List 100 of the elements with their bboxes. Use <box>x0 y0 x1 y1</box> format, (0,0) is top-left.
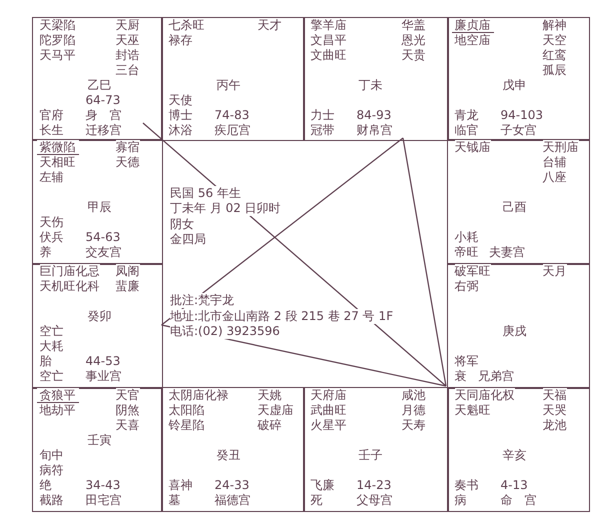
star-name: 伏兵 <box>40 230 64 245</box>
star-name: 禄存 <box>168 33 192 48</box>
star-name: 力士 <box>310 108 334 123</box>
star-name: 武曲旺 <box>310 403 346 418</box>
palace-cell <box>32 17 162 140</box>
palace-cell <box>161 387 304 512</box>
palace-cell <box>447 17 590 140</box>
star-name: 地劫平 <box>40 403 76 418</box>
star-name: 左辅 <box>40 170 64 185</box>
star-name: 月德 <box>402 403 426 418</box>
star-name: 龙池 <box>542 418 566 433</box>
star-name: 将军 <box>454 354 478 369</box>
stem-branch-label: 甲辰 <box>88 200 112 215</box>
star-name: 火星平 <box>310 418 346 433</box>
stem-branch-label: 乙巳 <box>88 78 112 93</box>
star-name: 华盖 <box>402 18 426 33</box>
star-name: 天相旺 <box>40 155 76 170</box>
star-name: 截路 <box>40 493 64 508</box>
stem-branch-label: 丙午 <box>216 78 240 93</box>
star-name: 天钺庙 <box>454 140 490 155</box>
palace-name: 身 宫 <box>86 108 122 123</box>
star-name: 廉贞庙 <box>452 18 494 33</box>
star-name: 墓 <box>168 493 180 508</box>
stem-branch-label: 癸卯 <box>88 309 112 324</box>
star-name: 咸池 <box>402 388 426 403</box>
palace-cell <box>447 387 590 512</box>
star-name: 帝旺 <box>454 245 478 260</box>
star-name: 空亡 <box>40 324 64 339</box>
star-name: 天府庙 <box>310 388 346 403</box>
stem-branch-label: 壬寅 <box>88 433 112 448</box>
connector-line <box>402 138 447 386</box>
star-name: 天贵 <box>402 48 426 63</box>
star-name: 阴煞 <box>116 403 140 418</box>
star-name: 恩光 <box>402 33 426 48</box>
star-name: 右弼 <box>454 279 478 294</box>
star-name: 天空 <box>542 33 566 48</box>
star-name: 解神 <box>542 18 566 33</box>
stem-branch-label: 己酉 <box>502 200 526 215</box>
star-name: 贪狼平 <box>36 388 78 403</box>
star-name: 封诰 <box>116 48 140 63</box>
palace-name: 财帛宫 <box>356 123 392 138</box>
gender-text: 阴女 <box>170 216 194 232</box>
palace-cell <box>447 263 590 388</box>
star-name: 天寿 <box>402 418 426 433</box>
star-name: 天姚 <box>258 388 282 403</box>
star-name: 天魁旺 <box>454 403 490 418</box>
star-name: 官府 <box>40 108 64 123</box>
annotator-text: 批注:梵宇龙 <box>170 292 234 308</box>
star-name: 巨门庙化忌 <box>40 264 100 279</box>
star-name: 天哭 <box>542 403 566 418</box>
stem-branch-label: 庚戌 <box>502 324 526 339</box>
star-name: 天才 <box>258 18 282 33</box>
star-name: 衰 <box>454 369 466 384</box>
star-name: 天同庙化权 <box>454 388 514 403</box>
star-name: 博士 <box>168 108 192 123</box>
palace-cell <box>303 387 448 512</box>
star-name: 死 <box>310 493 322 508</box>
star-name: 孤辰 <box>542 63 566 78</box>
star-name: 紫微陷 <box>36 140 78 155</box>
star-name: 三台 <box>116 63 140 78</box>
star-name: 蜚廉 <box>116 279 140 294</box>
star-name: 小耗 <box>454 230 478 245</box>
stem-branch-label: 戊申 <box>502 78 526 93</box>
star-name: 台辅 <box>542 155 566 170</box>
star-name: 长生 <box>40 123 64 138</box>
palace-name: 夫妻宫 <box>489 245 525 260</box>
star-name: 天官 <box>116 388 140 403</box>
star-name: 天梁陷 <box>40 18 76 33</box>
star-name: 八座 <box>542 170 566 185</box>
palace-name: 命 宫 <box>500 493 536 508</box>
palace-name: 事业宫 <box>86 369 122 384</box>
star-name: 天刑庙 <box>542 140 578 155</box>
address-text: 地址:北市金山南路 2 段 215 巷 27 号 1F <box>170 308 394 324</box>
palace-name: 福德宫 <box>214 493 250 508</box>
palace-cell <box>32 263 162 388</box>
star-name: 天机旺化科 <box>40 279 100 294</box>
star-name: 铃星陷 <box>168 418 204 433</box>
star-name: 天喜 <box>116 418 140 433</box>
star-name: 文曲旺 <box>310 48 346 63</box>
star-name: 天福 <box>542 388 566 403</box>
palace-cell <box>32 139 162 264</box>
palace-name: 父母宫 <box>356 493 392 508</box>
star-name: 沐浴 <box>168 123 192 138</box>
star-name: 奏书 <box>454 478 478 493</box>
star-name: 天伤 <box>40 215 64 230</box>
star-name: 天巫 <box>116 33 140 48</box>
element-text: 金四局 <box>170 232 206 246</box>
stem-branch-label: 壬子 <box>358 448 382 463</box>
star-name: 养 <box>40 245 52 260</box>
star-name: 天虚庙 <box>258 403 294 418</box>
star-name: 陀罗陷 <box>40 33 76 48</box>
star-name: 空亡 <box>40 369 64 384</box>
palace-cell <box>447 139 590 264</box>
star-name: 凤阁 <box>116 264 140 279</box>
star-name: 天厨 <box>116 18 140 33</box>
star-name: 地空庙 <box>454 33 490 48</box>
palace-name: 交友宫 <box>86 245 122 260</box>
star-name: 天月 <box>542 264 566 279</box>
stem-branch-label: 辛亥 <box>502 448 526 463</box>
stem-branch-label: 丁未 <box>358 78 382 93</box>
